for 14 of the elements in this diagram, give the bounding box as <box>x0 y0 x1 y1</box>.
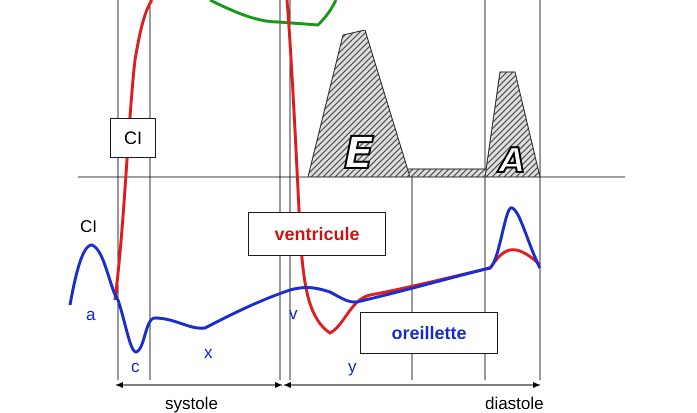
label-box <box>360 312 498 354</box>
phase-label: systole <box>165 394 218 413</box>
box-label: oreillette <box>391 322 467 344</box>
wave-label: a <box>86 305 96 325</box>
wave-label: y <box>348 357 356 377</box>
label-box <box>110 118 156 158</box>
hatched-peak <box>308 30 410 177</box>
box-label: ventricule <box>274 224 360 244</box>
phase-label: diastole <box>485 394 544 413</box>
label-box <box>248 212 386 256</box>
box-label: CI <box>124 128 142 148</box>
curve-label: CI <box>80 217 97 237</box>
wave-label: x <box>204 343 212 363</box>
wave-label: c <box>131 357 140 377</box>
